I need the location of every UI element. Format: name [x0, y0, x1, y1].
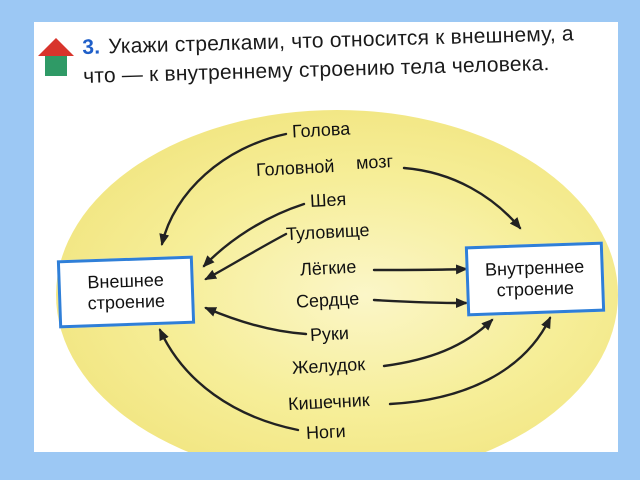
item-neck: Шея — [309, 189, 347, 211]
arrow-lungs-to-internal — [372, 264, 468, 275]
item-brain-2: мозг — [355, 151, 394, 173]
arrow-legs-to-external — [158, 328, 300, 432]
item-brain-1: Головной — [255, 155, 335, 181]
external-box-line-1: Внешнее — [87, 269, 165, 293]
arrow-neck-to-external — [202, 202, 306, 268]
arrow-torso-to-external — [204, 232, 288, 281]
arrow-hands-to-external — [204, 306, 308, 336]
arrow-intestine-to-internal — [388, 316, 552, 406]
external-box-line-2: строение — [87, 290, 166, 314]
item-stomach: Желудок — [291, 354, 366, 378]
arrow-stomach-to-internal — [382, 318, 494, 368]
external-structure-box: Внешнее строение — [56, 255, 196, 329]
item-legs: Ноги — [305, 420, 347, 444]
arrow-head-to-external — [159, 132, 288, 246]
house-icon — [38, 38, 74, 76]
arrow-heart-to-internal — [372, 297, 468, 308]
item-intestine: Кишечник — [287, 389, 371, 415]
item-heart: Сердце — [295, 288, 360, 312]
internal-box-line-2: строение — [496, 277, 575, 301]
item-head: Голова — [291, 118, 351, 142]
worksheet-page: 3.Укажи стрелками, что относится к внешн… — [34, 22, 618, 452]
item-lungs: Лёгкие — [299, 256, 357, 280]
item-hands: Руки — [309, 322, 350, 346]
arrow-brain-to-internal — [402, 166, 522, 230]
internal-structure-box: Внутреннее строение — [464, 241, 606, 317]
item-torso: Туловище — [285, 219, 370, 245]
arrows-layer — [158, 132, 552, 432]
